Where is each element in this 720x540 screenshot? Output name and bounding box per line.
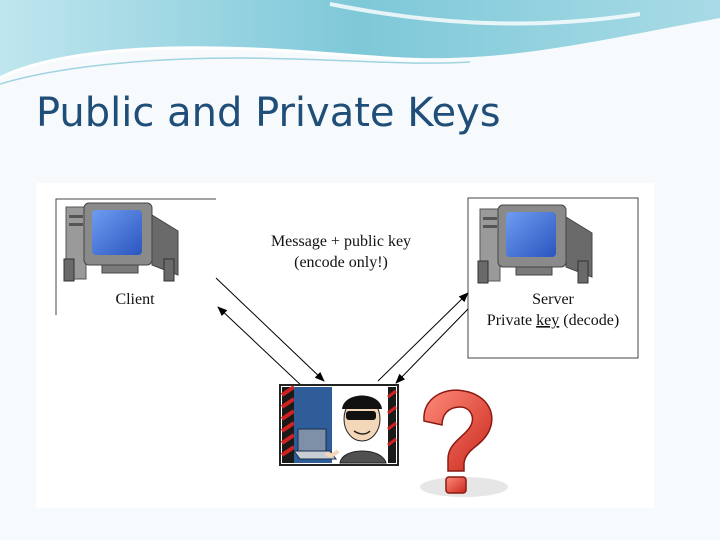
server-computer-icon xyxy=(477,204,593,284)
server-key-label-pre: Private xyxy=(487,312,536,329)
server-key-label-post: (decode) xyxy=(559,312,619,329)
client-box xyxy=(55,198,216,315)
message-label-line1: Message + public key xyxy=(271,233,411,250)
server-box xyxy=(467,197,639,359)
arrow-hacker-to-client xyxy=(217,306,305,389)
slide-title: Public and Private Keys xyxy=(36,90,501,136)
server-key-label: Private key (decode) xyxy=(487,312,619,329)
hacker-icon xyxy=(279,384,399,466)
diagram-panel: Client Message + public key (encode only… xyxy=(36,183,654,508)
client-label: Client xyxy=(115,291,155,308)
server-key-label-key: key xyxy=(536,312,559,329)
arrow-server-to-hacker xyxy=(395,308,469,384)
header-wave-decoration xyxy=(0,0,720,85)
server-label: Server xyxy=(532,291,574,308)
client-computer-icon xyxy=(63,202,179,282)
arrow-client-to-hacker xyxy=(215,277,325,382)
arrow-hacker-to-server xyxy=(377,292,469,382)
public-private-key-diagram: Client Message + public key (encode only… xyxy=(55,197,639,497)
message-label-line2: (encode only!) xyxy=(294,254,388,271)
question-mark-icon xyxy=(420,389,508,497)
